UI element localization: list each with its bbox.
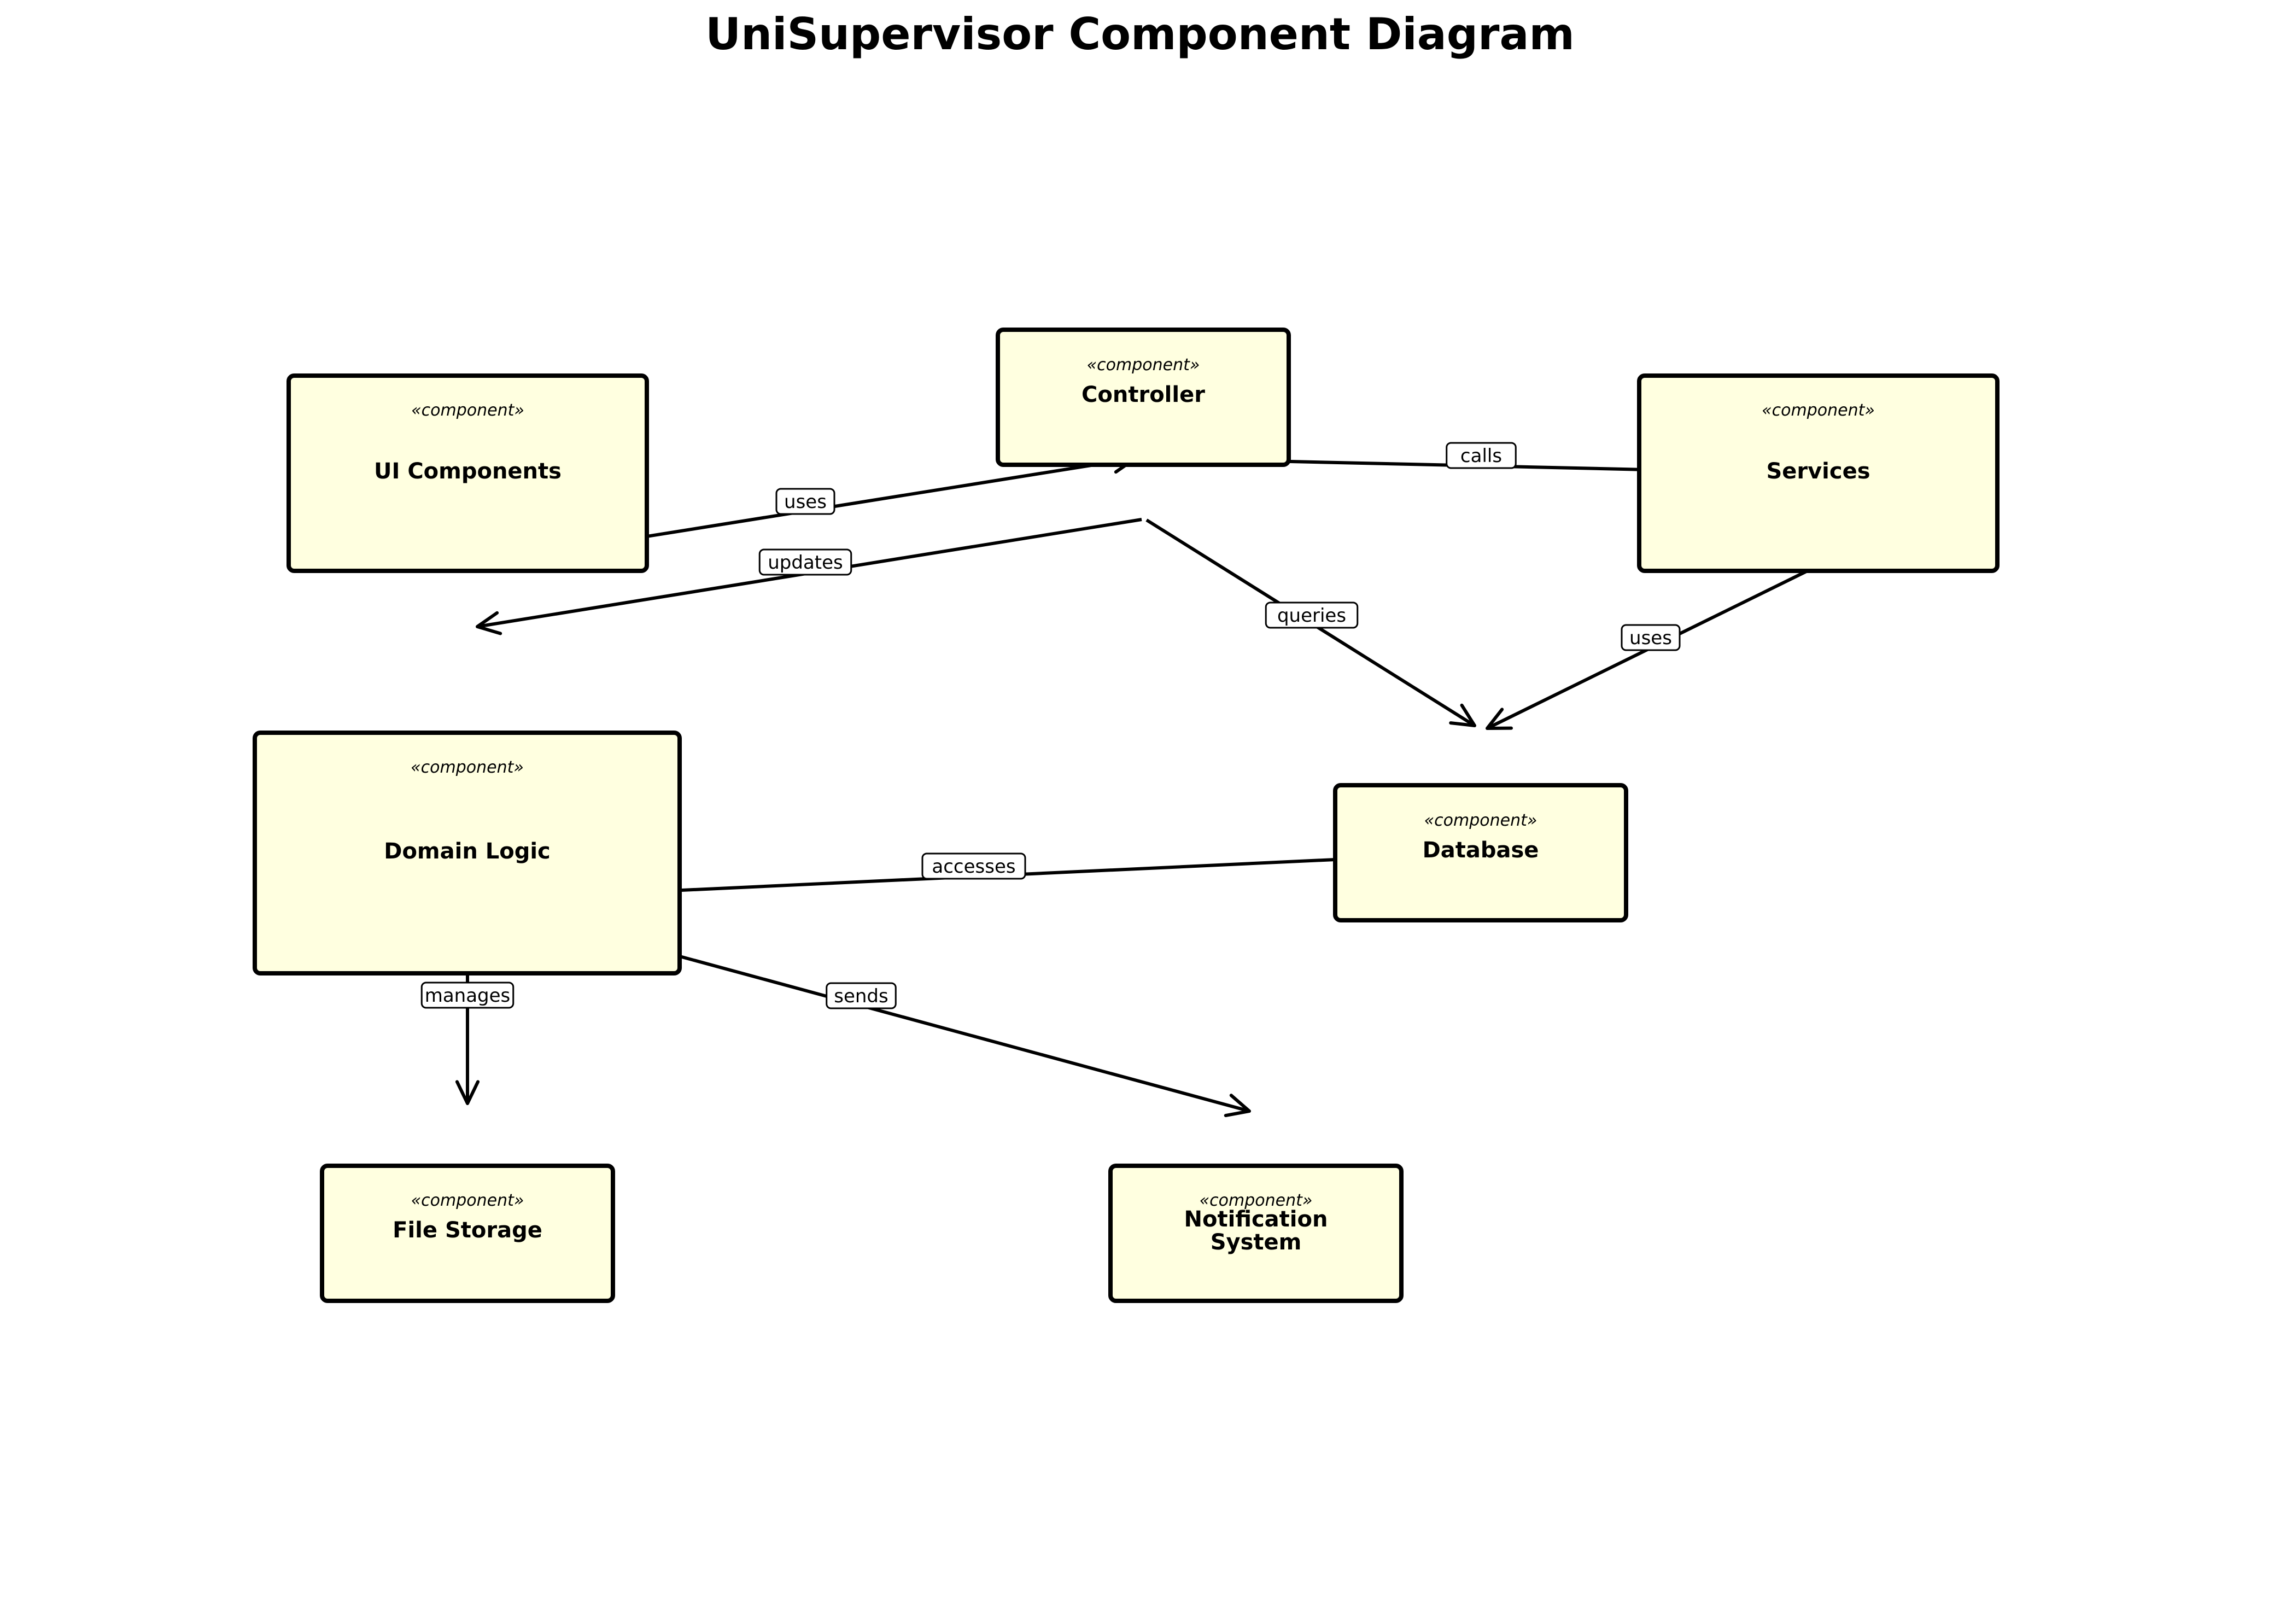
relation-labels-layer: uses updates calls queries uses accesses manag…	[420, 442, 1681, 1009]
relation-label-text: uses	[784, 491, 827, 513]
relation-label-text: uses	[1629, 627, 1672, 649]
relation-label-box	[1621, 624, 1681, 651]
component-domain: «component» Domain Logic	[253, 731, 682, 975]
component-stereotype: «component»	[411, 1191, 524, 1210]
component-box	[1333, 783, 1628, 922]
component-box	[253, 731, 682, 975]
relation-label-uses: uses	[1621, 624, 1681, 651]
arrow-head	[1449, 703, 1476, 727]
relation-label-text: updates	[768, 552, 843, 574]
relation-label-text: accesses	[932, 856, 1015, 878]
arrow-head	[476, 611, 502, 635]
relation-label-box	[921, 852, 1026, 880]
component-controller: «component» Controller	[996, 328, 1291, 467]
relation-label-accesses: accesses	[921, 852, 1026, 880]
component-files: «component» File Storage	[320, 1164, 615, 1303]
component-services: «component» Services	[1637, 373, 2000, 573]
component-name: Services	[1766, 459, 1870, 484]
component-name: Domain Logic	[384, 839, 551, 864]
component-stereotype: «component»	[1087, 355, 1200, 375]
relation-label-box	[1265, 601, 1359, 629]
relation-label-box	[826, 982, 897, 1009]
component-stereotype: «component»	[411, 401, 524, 420]
relation-label-text: calls	[1460, 445, 1502, 467]
relation-label-box	[420, 982, 515, 1009]
relation-label-uses: uses	[775, 488, 835, 515]
component-stereotype: «component»	[411, 758, 524, 777]
component-stereotype: «component»	[1762, 401, 1875, 420]
component-name: UI Components	[374, 459, 562, 484]
relation-label-sends: sends	[826, 982, 897, 1009]
arrow-head	[1486, 708, 1513, 730]
arrow-head	[1224, 1094, 1251, 1118]
arrow-head	[455, 1080, 480, 1105]
component-stereotype: «component»	[1424, 811, 1537, 830]
relation-label-queries: queries	[1265, 601, 1359, 629]
relation-label-updates: updates	[758, 548, 852, 576]
diagram-title: UniSupervisor Component Diagram	[705, 9, 1575, 60]
relation-label-text: queries	[1277, 605, 1346, 627]
relation-label-manages: manages	[420, 982, 515, 1009]
component-box	[1637, 373, 2000, 573]
relation-label-box	[1446, 442, 1517, 469]
component-stereotype: «component»	[1200, 1191, 1313, 1210]
relation-label-text: manages	[425, 985, 511, 1007]
component-ui: «component» UI Components	[287, 373, 649, 573]
component-name: Controller	[1081, 382, 1205, 407]
component-box	[996, 328, 1291, 467]
relation-label-box	[775, 488, 835, 515]
component-name: Database	[1423, 838, 1539, 863]
component-box	[287, 373, 649, 573]
component-box	[1108, 1164, 1404, 1303]
components-layer: «component» UI Components «component» Contr…	[253, 328, 2000, 1303]
relation-label-calls: calls	[1446, 442, 1517, 469]
relation-label-box	[758, 548, 852, 576]
component-name: File Storage	[393, 1218, 542, 1243]
relation-label-text: sends	[834, 985, 888, 1007]
component-box	[320, 1164, 615, 1303]
component-database: «component» Database	[1333, 783, 1628, 922]
